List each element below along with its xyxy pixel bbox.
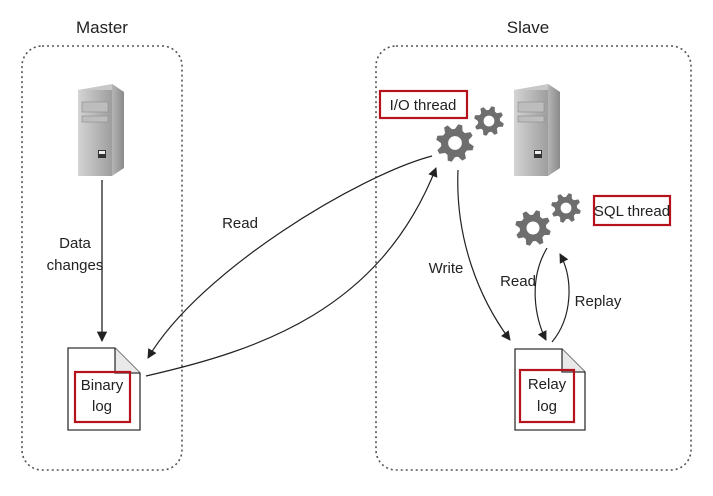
sql-thread-gear-small-icon [551, 193, 581, 223]
read-request-arrow [147, 155, 433, 359]
write-label: Write [429, 260, 464, 277]
io-thread-gear-large-icon [436, 124, 474, 162]
relay-log-label-line2: log [537, 398, 557, 415]
binary-log-label-line1: Binary [81, 377, 124, 394]
write-arrow [457, 169, 511, 341]
relay-log-document-icon [514, 348, 586, 431]
binary-log-label-line2: log [92, 398, 112, 415]
master-container [21, 45, 183, 471]
read-relay-arrow [534, 247, 548, 341]
replay-arrow [551, 253, 570, 343]
read-response-arrow [145, 167, 438, 377]
binary-log-document-icon [67, 347, 141, 431]
sql-thread-label: SQL thread [594, 203, 670, 220]
io-thread-gear-small-icon [474, 106, 504, 136]
relay-log-label-line1: Relay [528, 376, 567, 393]
master-server-icon [78, 84, 124, 176]
data-changes-label-line2: changes [47, 257, 104, 274]
data-changes-label-line1: Data [59, 235, 91, 252]
slave-server-icon [514, 84, 560, 176]
replay-label: Replay [575, 293, 622, 310]
read-master-label: Read [222, 215, 258, 232]
slave-title: Slave [507, 18, 550, 37]
io-thread-label: I/O thread [390, 97, 457, 114]
sql-thread-gear-large-icon [515, 210, 551, 246]
read-relay-label: Read [500, 273, 536, 290]
sql-thread-box [592, 194, 672, 227]
io-thread-box [378, 89, 469, 120]
master-title: Master [76, 18, 128, 37]
